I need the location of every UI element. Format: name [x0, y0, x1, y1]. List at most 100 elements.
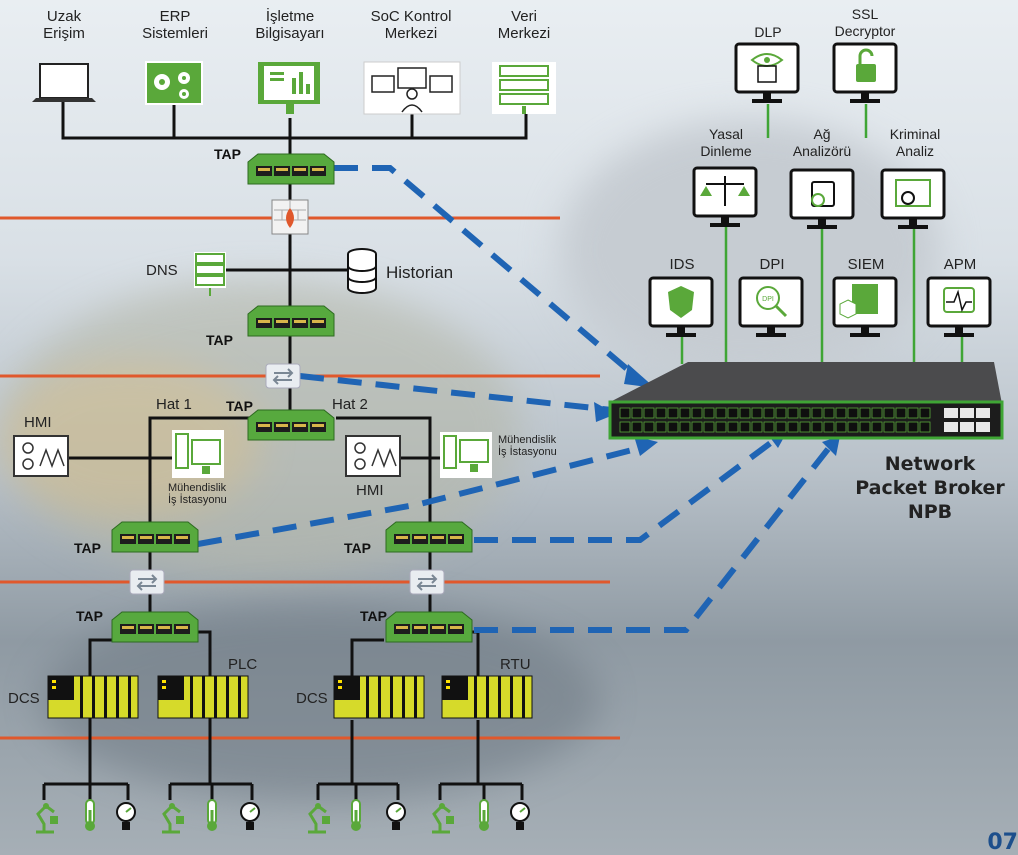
label-dpi: DPI — [759, 256, 785, 273]
npb-port — [763, 421, 775, 433]
pressure-gauge-icon — [116, 802, 136, 831]
data-center-icon — [492, 62, 556, 114]
npb-port — [919, 421, 931, 433]
label-rtu: RTU — [500, 656, 531, 673]
label-lawful-intercept: Yasal Dinleme — [700, 126, 752, 159]
npb-port — [727, 407, 739, 419]
label-hmi-mid: HMI — [356, 482, 384, 499]
npb-port — [619, 407, 631, 419]
thermometer-icon — [205, 798, 219, 833]
label-apm: APM — [943, 256, 977, 273]
erp-icon — [145, 61, 203, 105]
npb-port — [883, 407, 895, 419]
engineering-workstation-icon — [172, 430, 224, 478]
npb-port — [907, 421, 919, 433]
robot-arm-icon — [34, 801, 60, 834]
npb-port — [811, 421, 823, 433]
npb-port — [799, 421, 811, 433]
remote-access-laptop — [32, 63, 96, 102]
corner-number: 07 — [987, 830, 1018, 855]
robot-arm-icon — [430, 801, 456, 834]
label-ids: IDS — [669, 256, 695, 273]
label-siem: SIEM — [847, 256, 885, 273]
npb-port — [739, 407, 751, 419]
mirror-link — [474, 442, 835, 633]
tap-label: TAP — [360, 608, 387, 624]
npb-uplink-port — [960, 408, 974, 418]
label-line-1: Hat 1 — [156, 396, 192, 413]
tap-label: TAP — [214, 146, 241, 162]
label-dns: DNS — [146, 262, 178, 279]
npb-port — [739, 421, 751, 433]
npb-port — [775, 407, 787, 419]
npb-port — [751, 421, 763, 433]
npb-port — [667, 407, 679, 419]
label-network-analyzer: Ağ Analizörü — [792, 126, 852, 159]
npb-label: Network Packet Broker NPB — [855, 453, 1005, 523]
mirror-link — [334, 165, 642, 383]
npb-port — [823, 421, 835, 433]
ssl-decryptor-icon — [832, 42, 898, 105]
label-line-2: Hat 2 — [332, 396, 368, 413]
npb-uplink-port — [944, 408, 958, 418]
npb-port — [643, 407, 655, 419]
tap-device — [111, 611, 199, 643]
npb-port — [859, 421, 871, 433]
label-ssl-decryptor: SSL Decryptor — [834, 6, 896, 39]
dpi-icon-text: DPI — [762, 296, 774, 303]
tap-label: TAP — [226, 398, 253, 414]
npb-port — [643, 421, 655, 433]
robot-arm-icon — [160, 801, 186, 834]
rtu-controller — [441, 675, 533, 719]
hmi-panel-icon — [13, 435, 69, 477]
npb-port — [679, 407, 691, 419]
npb-uplink-port — [944, 422, 958, 432]
npb-port — [655, 407, 667, 419]
label-data-center: Veri Merkezi — [497, 8, 551, 42]
pressure-gauge-icon — [510, 802, 530, 831]
npb-port — [835, 407, 847, 419]
npb-port — [799, 407, 811, 419]
npb-port — [859, 407, 871, 419]
siem-tool-icon — [832, 276, 898, 339]
business-computer-icon — [258, 62, 320, 114]
dcs-controller — [333, 675, 425, 719]
apm-tool-icon — [926, 276, 992, 339]
firewall-icon — [271, 199, 309, 235]
mirror-links — [197, 165, 835, 633]
npb-port — [847, 407, 859, 419]
tap-label: TAP — [344, 540, 371, 556]
lawful-intercept-icon — [692, 166, 758, 229]
npb-port — [775, 421, 787, 433]
npb-uplink-port — [976, 408, 990, 418]
label-erp: ERP Sistemleri — [142, 8, 208, 42]
npb-port — [691, 421, 703, 433]
npb-port — [631, 421, 643, 433]
thermometer-icon — [477, 798, 491, 833]
tap-device — [247, 305, 335, 337]
npb-port — [691, 407, 703, 419]
npb-port — [715, 421, 727, 433]
robot-arm-icon — [306, 801, 332, 834]
label-engineering-ws-2: Mühendislik İş İstasyonu — [498, 434, 557, 458]
npb-uplink-port — [960, 422, 974, 432]
wiring — [42, 102, 528, 800]
npb-port — [883, 421, 895, 433]
npb-port — [655, 421, 667, 433]
label-engineering-ws-1: Mühendislik İş İstasyonu — [168, 482, 227, 506]
npb-port — [907, 407, 919, 419]
mirror-link — [474, 433, 782, 543]
npb-port — [835, 421, 847, 433]
tap-label: TAP — [206, 332, 233, 348]
npb-port — [919, 407, 931, 419]
hmi-panel-icon — [345, 435, 401, 477]
forensic-analysis-icon — [880, 168, 946, 231]
npb-port — [751, 407, 763, 419]
pressure-gauge-icon — [386, 802, 406, 831]
label-soc-control: SoC Kontrol Merkezi — [370, 8, 452, 42]
npb-port — [727, 421, 739, 433]
switch-icon — [265, 363, 301, 389]
npb-port — [823, 407, 835, 419]
thermometer-icon — [83, 798, 97, 833]
